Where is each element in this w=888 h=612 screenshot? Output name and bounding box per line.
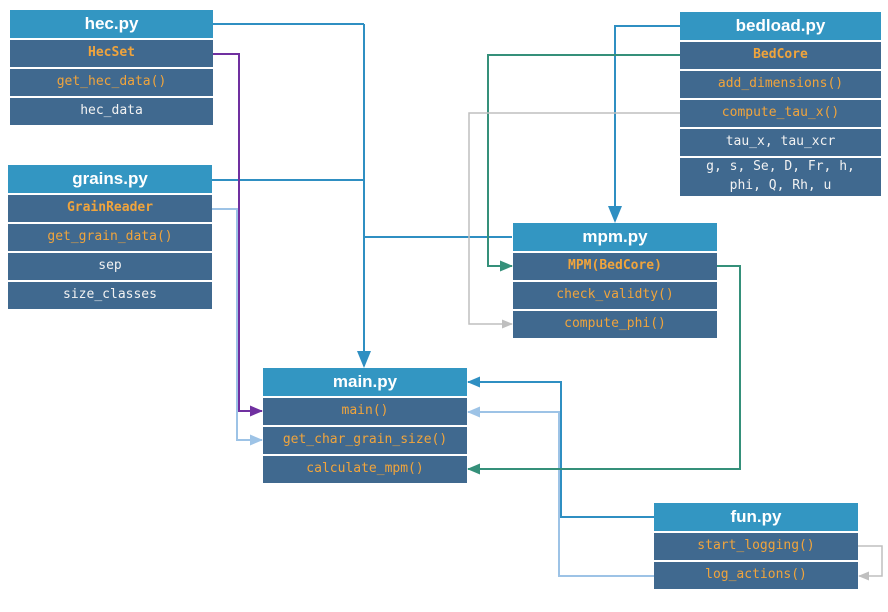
module-box-hec: hec.py HecSet get_hec_data() hec_data — [10, 10, 213, 125]
member-row-attribute: sep — [8, 253, 212, 280]
module-box-mpm: mpm.py MPM(BedCore) check_validty() comp… — [513, 223, 717, 338]
member-row-function: compute_tau_x() — [680, 100, 881, 127]
connector-hecset-to-main-fn — [213, 53, 263, 417]
member-row-function: check_validty() — [513, 282, 717, 309]
member-row-class: BedCore — [680, 42, 881, 69]
member-row-function: add_dimensions() — [680, 71, 881, 98]
module-box-fun: fun.py start_logging() log_actions() — [654, 503, 858, 589]
member-row-function: main() — [263, 398, 467, 425]
module-title-grains: grains.py — [8, 165, 212, 193]
member-row-function: get_grain_data() — [8, 224, 212, 251]
connector-grainreader-to-get-char-grain-size — [212, 208, 263, 446]
connector-fun-header-to-main-header — [467, 376, 654, 518]
connector-bedcore-to-mpm-class — [487, 54, 680, 272]
member-row-class: HecSet — [10, 40, 213, 67]
member-row-function: start_logging() — [654, 533, 858, 560]
member-row-attribute: tau_x, tau_xcr — [680, 129, 881, 156]
module-title-fun: fun.py — [654, 503, 858, 531]
member-row-function: calculate_mpm() — [263, 456, 467, 483]
member-row-function: get_hec_data() — [10, 69, 213, 96]
member-row-function: log_actions() — [654, 562, 858, 589]
connector-compute-tau-x-to-compute-phi — [468, 112, 680, 329]
module-box-grains: grains.py GrainReader get_grain_data() s… — [8, 165, 212, 309]
module-title-hec: hec.py — [10, 10, 213, 38]
connector-start-logging-to-log-actions — [858, 545, 883, 581]
connector-log-actions-to-main-fn — [467, 406, 654, 577]
member-row-class: GrainReader — [8, 195, 212, 222]
module-title-bedload: bedload.py — [680, 12, 881, 40]
module-title-mpm: mpm.py — [513, 223, 717, 251]
connector-mpm-class-to-calculate-mpm — [467, 265, 741, 475]
module-title-main: main.py — [263, 368, 467, 396]
module-box-bedload: bedload.py BedCore add_dimensions() comp… — [680, 12, 881, 196]
member-row-function: get_char_grain_size() — [263, 427, 467, 454]
member-row-attribute: size_classes — [8, 282, 212, 309]
member-row-class: MPM(BedCore) — [513, 253, 717, 280]
module-box-main: main.py main() get_char_grain_size() cal… — [263, 368, 467, 483]
connector-bedload-header-to-mpm-top — [608, 25, 680, 223]
member-row-attribute: g, s, Se, D, Fr, h, phi, Q, Rh, u — [680, 158, 881, 196]
member-row-function: compute_phi() — [513, 311, 717, 338]
member-row-attribute: hec_data — [10, 98, 213, 125]
